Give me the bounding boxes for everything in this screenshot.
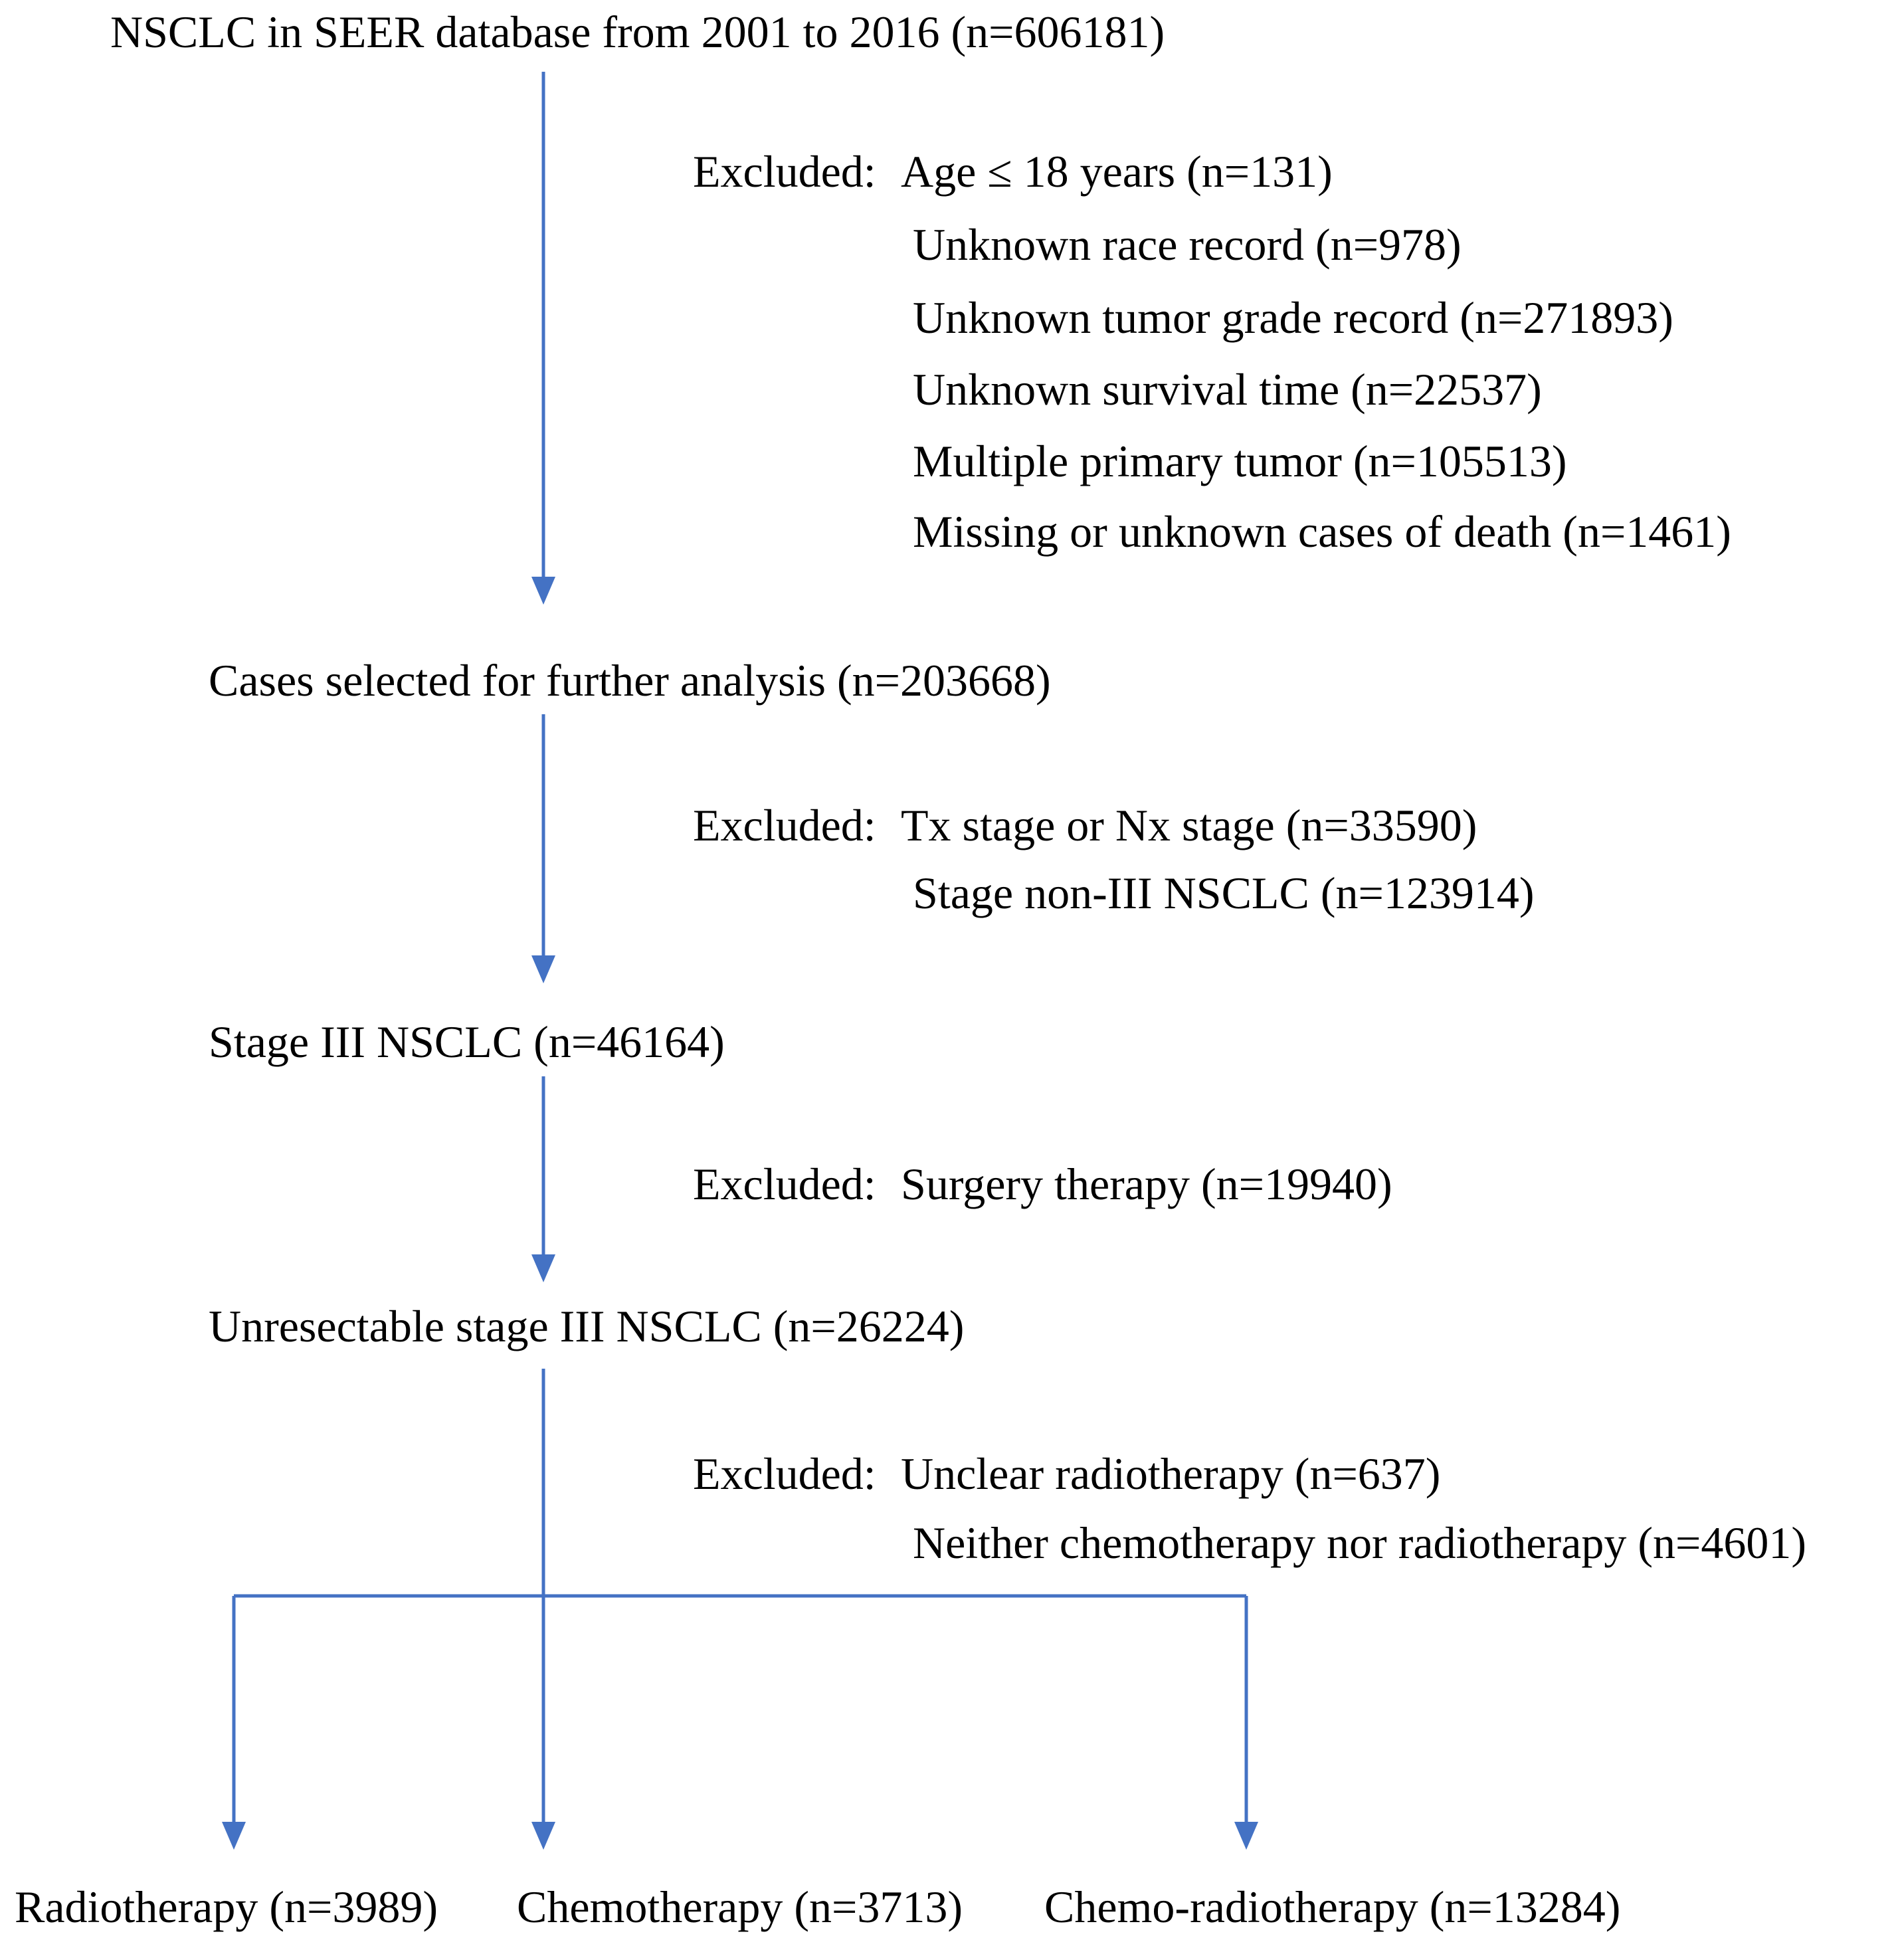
exclusion-1-item: Multiple primary tumor (n=105513) [913,436,1567,486]
exclusion-1-item: Unknown race record (n=978) [913,219,1462,270]
start-node: NSCLC in SEER database from 2001 to 2016… [110,7,1165,57]
exclusion-3-prefix: Excluded: [693,1159,876,1209]
exclusion-2-item: Stage non-III NSCLC (n=123914) [913,868,1535,918]
exclusion-2-prefix: Excluded: [693,800,876,850]
exclusion-1-item: Missing or unknown cases of death (n=146… [913,506,1731,557]
chemo-radiotherapy-node: Chemo-radiotherapy (n=13284) [1044,1882,1621,1932]
arrowhead-left [222,1822,246,1850]
exclusion-4-prefix: Excluded: [693,1448,876,1499]
arrowhead-1 [531,577,555,605]
exclusion-2-first: Tx stage or Nx stage (n=33590) [901,800,1477,850]
unresectable-node: Unresectable stage III NSCLC (n=26224) [209,1301,965,1351]
radiotherapy-node: Radiotherapy (n=3989) [15,1882,438,1932]
arrowhead-center [531,1822,555,1850]
arrowhead-right [1234,1822,1258,1850]
stage3-node: Stage III NSCLC (n=46164) [209,1017,725,1067]
chemotherapy-node: Chemotherapy (n=3713) [517,1882,963,1932]
exclusion-3-first: Surgery therapy (n=19940) [901,1159,1392,1209]
further-analysis-node: Cases selected for further analysis (n=2… [209,655,1051,706]
exclusion-4-item: Neither chemotherapy nor radiotherapy (n… [913,1518,1806,1568]
arrowhead-3 [531,1254,555,1282]
exclusion-1-item: Unknown tumor grade record (n=271893) [913,292,1673,343]
exclusion-1-item: Unknown survival time (n=22537) [913,364,1542,415]
exclusion-1-prefix: Excluded: [693,146,876,197]
exclusion-1-first: Age ≤ 18 years (n=131) [901,146,1333,197]
arrowhead-2 [531,955,555,983]
exclusion-4-first: Unclear radiotherapy (n=637) [901,1448,1441,1499]
